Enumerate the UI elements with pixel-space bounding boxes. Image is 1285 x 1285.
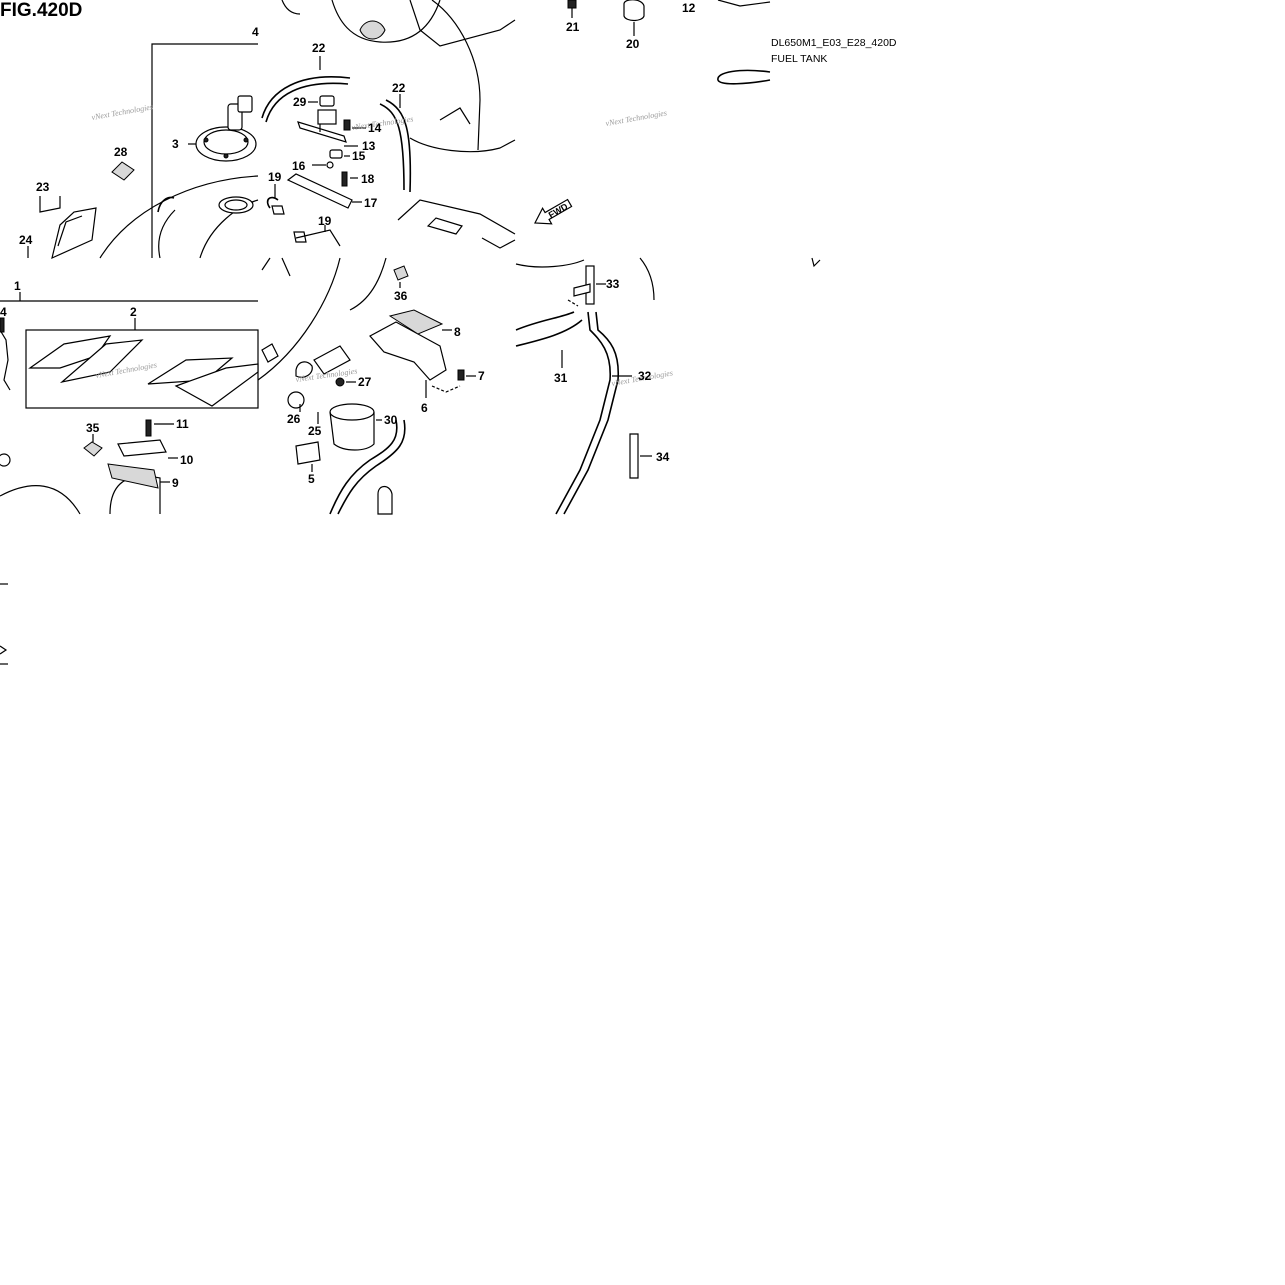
tile-brackets: vNext Technologies 22 22 29 14 13 15 16 … (261, 0, 516, 249)
fwd-arrow-icon: FWD (533, 198, 573, 225)
callout-19-lower: 19 (318, 214, 332, 228)
callout-26: 26 (287, 412, 301, 426)
callout-27: 27 (358, 375, 372, 389)
callout-7: 7 (478, 369, 485, 383)
callout-15: 15 (352, 149, 366, 163)
callout-18: 18 (361, 172, 375, 186)
callout-16: 16 (292, 159, 306, 173)
callout-30: 30 (384, 413, 398, 427)
callout-28: 28 (114, 145, 128, 159)
callout-13: 13 (362, 139, 376, 153)
figure-code: DL650M1_E03_E28_420D (771, 37, 897, 49)
callout-4-top: 4 (252, 25, 259, 39)
callout-5: 5 (308, 472, 315, 486)
edge-marks (0, 583, 8, 665)
callout-24: 24 (19, 233, 33, 247)
watermark-2: vNext Technologies (351, 114, 414, 132)
callout-36: 36 (394, 289, 408, 303)
tile-hoses: vNext Technologies 33 31 32 34 (515, 257, 821, 515)
callout-12: 12 (682, 1, 696, 15)
callout-1: 1 (14, 279, 21, 293)
callout-2: 2 (130, 305, 137, 319)
tile-fuel-cap: vNext Technologies 3 4 28 23 24 (19, 25, 259, 260)
callout-6: 6 (421, 401, 428, 415)
watermark-1: vNext Technologies (91, 102, 154, 122)
watermark-3: vNext Technologies (605, 108, 668, 128)
callout-20: 20 (626, 37, 640, 51)
callout-31: 31 (554, 371, 568, 385)
callout-3: 3 (172, 137, 179, 151)
callout-32: 32 (638, 369, 652, 383)
callout-34: 34 (656, 450, 670, 464)
figure-title: FIG.420D (0, 0, 82, 21)
callout-35: 35 (86, 421, 100, 435)
callout-22-left: 22 (312, 41, 326, 55)
figure-name: FUEL TANK (771, 53, 827, 65)
tile-emblems: vNext Technologies 1 2 4 35 11 10 9 (0, 279, 259, 515)
tile-pump: vNext Technologies 36 8 7 6 27 30 26 25 … (257, 257, 485, 515)
callout-23: 23 (36, 180, 50, 194)
callout-29: 29 (293, 95, 307, 109)
callout-25: 25 (308, 424, 322, 438)
callout-8: 8 (454, 325, 461, 339)
tile-fasteners: FWD vNext Technologies 21 20 12 (533, 0, 771, 225)
callout-17: 17 (364, 196, 378, 210)
callout-9: 9 (172, 476, 179, 490)
callout-11: 11 (176, 417, 189, 431)
callout-33: 33 (606, 277, 620, 291)
callout-19-upper: 19 (268, 170, 282, 184)
callout-10: 10 (180, 453, 194, 467)
callout-21: 21 (566, 20, 580, 34)
callout-4-bottom: 4 (0, 305, 7, 319)
callout-14: 14 (368, 121, 382, 135)
callout-22-right: 22 (392, 81, 406, 95)
